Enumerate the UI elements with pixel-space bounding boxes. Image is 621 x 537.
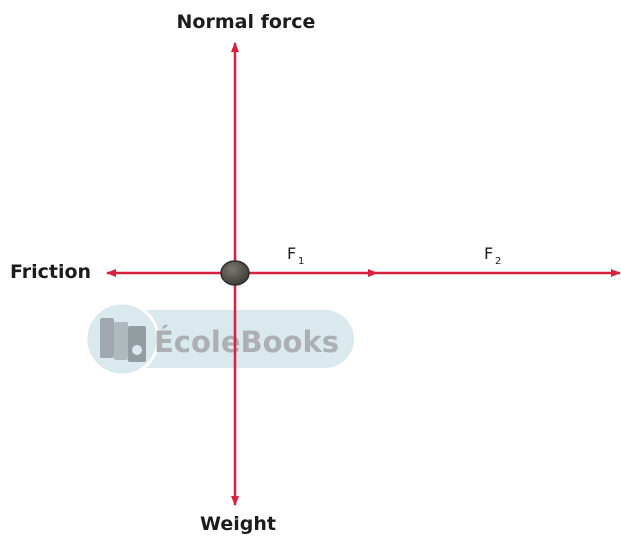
books-logo-icon — [100, 318, 146, 362]
watermark: ÉcoleBooks — [84, 301, 354, 377]
watermark-pill — [112, 310, 354, 368]
rock-object — [220, 260, 250, 286]
f1-label: F 1 — [287, 244, 304, 267]
f1-label-subscript: 1 — [298, 256, 304, 267]
f2-label-base: F — [484, 244, 493, 263]
normal-force-label: Normal force — [177, 11, 316, 33]
watermark-text: ÉcoleBooks — [154, 325, 339, 359]
force-arrows — [106, 42, 621, 506]
friction-label: Friction — [10, 261, 91, 283]
f1-label-base: F — [287, 244, 296, 263]
f2-label-subscript: 2 — [495, 256, 501, 267]
f2-label: F 2 — [484, 244, 501, 267]
weight-label: Weight — [200, 513, 276, 535]
